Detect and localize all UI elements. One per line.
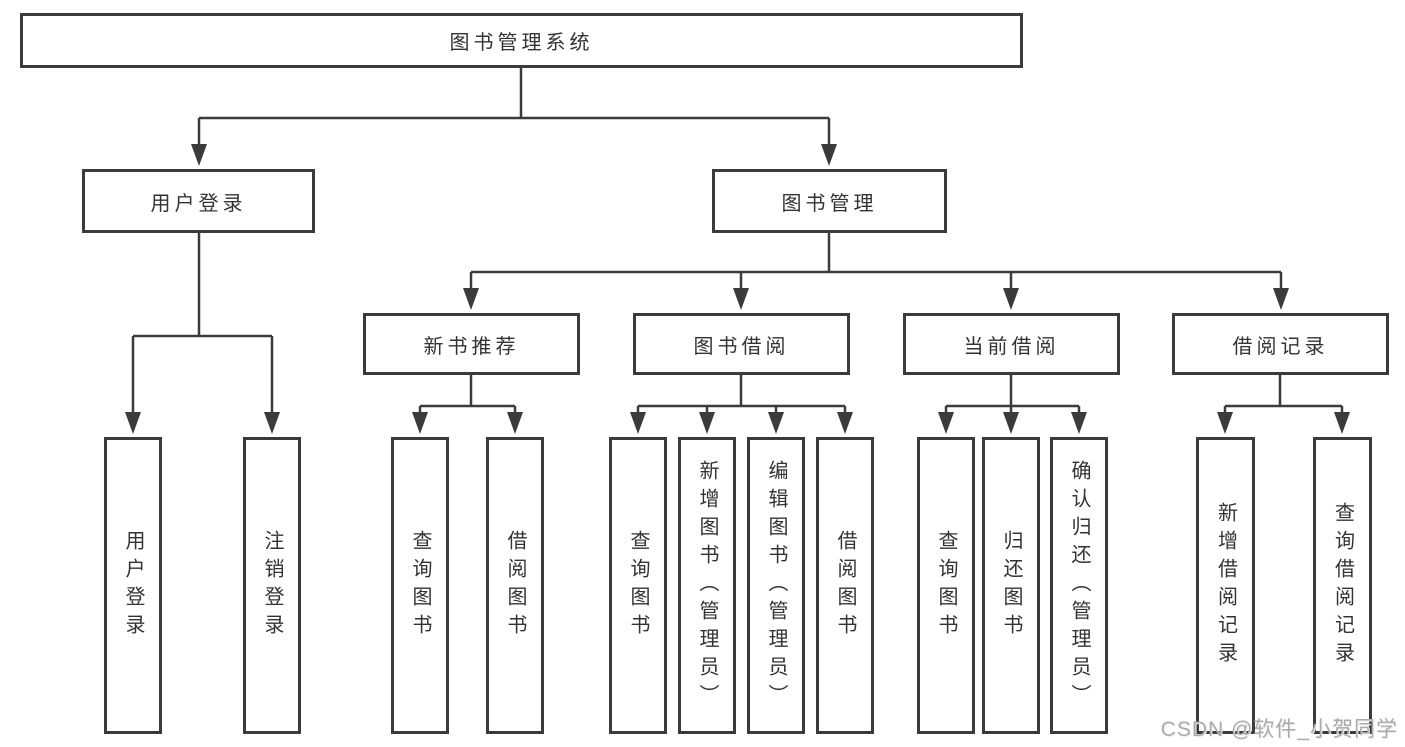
node-root: 图书管理系统	[20, 13, 1023, 68]
node-book-management: 图书管理	[712, 169, 947, 233]
node-user-login-label: 用户登录	[150, 192, 247, 215]
node-root-label: 图书管理系统	[449, 32, 594, 54]
node-book-borrowing: 图书借阅	[633, 313, 850, 375]
leaf-query-books-rec-label: 查询图书	[409, 529, 431, 642]
node-book-management-label: 图书管理	[781, 192, 878, 215]
leaf-query-books-current-label: 查询图书	[935, 529, 957, 642]
leaf-logout-label: 注销登录	[261, 529, 283, 642]
leaf-query-books-rec: 查询图书	[391, 437, 449, 734]
node-user-login: 用户登录	[82, 169, 315, 233]
leaf-edit-books-admin-label: 编辑图书（管理员）	[765, 459, 787, 712]
node-book-borrowing-label: 图书借阅	[693, 335, 790, 358]
leaf-borrow-books: 借阅图书	[816, 437, 874, 734]
leaf-add-books-admin: 新增图书（管理员）	[678, 437, 736, 734]
leaf-query-books-borrow-label: 查询图书	[627, 529, 649, 642]
leaf-add-borrow-record: 新增借阅记录	[1196, 437, 1255, 734]
node-new-book-recommendation: 新书推荐	[363, 313, 580, 375]
leaf-return-books: 归还图书	[982, 437, 1040, 734]
leaf-add-borrow-record-label: 新增借阅记录	[1214, 501, 1237, 670]
leaf-add-books-admin-label: 新增图书（管理员）	[696, 459, 718, 712]
leaf-query-books-current: 查询图书	[917, 437, 975, 734]
node-new-book-recommendation-label: 新书推荐	[423, 335, 520, 358]
leaf-borrow-books-rec-label: 借阅图书	[504, 529, 526, 642]
leaf-edit-books-admin: 编辑图书（管理员）	[747, 437, 805, 734]
leaf-user-login: 用户登录	[104, 437, 162, 734]
leaf-confirm-return-admin-label: 确认归还（管理员）	[1068, 459, 1090, 712]
leaf-query-books-borrow: 查询图书	[609, 437, 667, 734]
arrowheads	[125, 144, 1350, 434]
leaf-logout: 注销登录	[243, 437, 301, 734]
leaf-user-login-label: 用户登录	[122, 529, 144, 642]
leaf-confirm-return-admin: 确认归还（管理员）	[1050, 437, 1108, 734]
node-borrowing-records-label: 借阅记录	[1232, 335, 1329, 358]
node-borrowing-records: 借阅记录	[1172, 313, 1389, 375]
leaf-borrow-books-label: 借阅图书	[834, 529, 856, 642]
node-current-borrowing: 当前借阅	[903, 313, 1120, 375]
leaf-query-borrow-record-label: 查询借阅记录	[1331, 501, 1354, 670]
leaf-borrow-books-rec: 借阅图书	[486, 437, 544, 734]
node-current-borrowing-label: 当前借阅	[963, 335, 1060, 358]
leaf-query-borrow-record: 查询借阅记录	[1313, 437, 1372, 734]
leaf-return-books-label: 归还图书	[1000, 529, 1022, 642]
csdn-watermark: CSDN @软件_小贺同学	[1160, 718, 1398, 741]
